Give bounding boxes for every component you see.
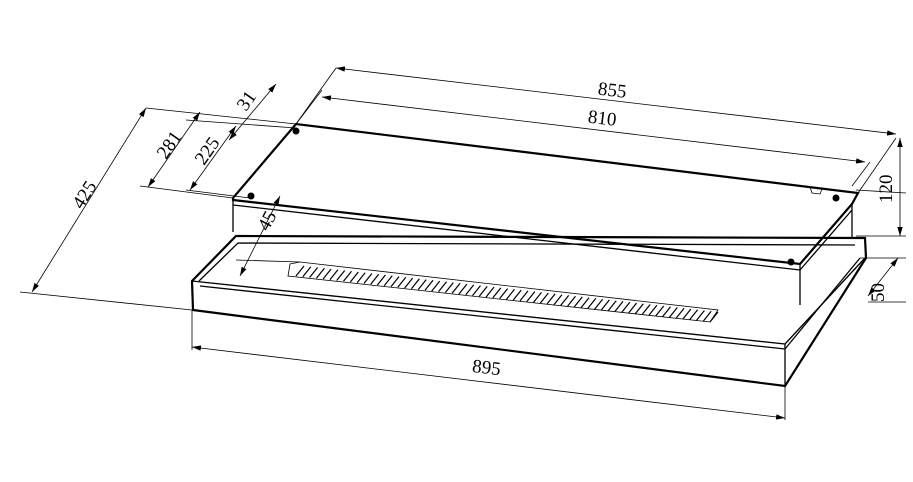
vent-slot [526,291,536,302]
vent-slot [553,294,563,306]
dim-line-225 [189,125,237,191]
dim-line-50 [867,257,899,297]
vent-slot [546,293,556,305]
vent-slot [695,310,705,321]
dim-line-45 [239,195,281,277]
vent-slot [444,282,454,293]
vent-slot [349,271,359,283]
vent-slot [336,270,346,281]
vent-slot [648,304,658,316]
vent-slot [370,273,380,285]
vent-slot [309,267,319,278]
vent-slot [560,295,570,306]
vent-slot [424,279,434,291]
hood-body [231,122,860,305]
vent-slot [417,279,427,290]
vent-slot [682,308,692,320]
vent-slot [302,266,312,278]
vent-slot [322,268,332,280]
vent-slot [465,284,475,296]
dim-line-31 [228,83,277,141]
screw-rear-right [832,194,840,202]
dim-label-31: 31 [233,87,261,115]
vent-slot [492,287,502,299]
dim-label-225: 225 [191,133,225,168]
vent-slot [505,289,515,300]
vent-slot [410,278,420,290]
vent-slot [594,298,604,310]
dim-label-425: 425 [68,177,101,212]
vent-slot [404,277,414,289]
dim-label-855: 855 [597,79,628,103]
outer-frame [190,234,868,388]
vent-slot [315,267,325,279]
vent-slot [431,280,441,292]
vent-slot [376,274,386,286]
vent-slot [356,272,366,284]
vent-grille-outline [287,261,719,323]
vent-slot [628,302,638,314]
vent-slot [614,301,624,312]
dim-label-281: 281 [153,127,187,162]
vent-slot [458,283,468,295]
dimension-lines [31,66,903,420]
vent-slot [363,273,373,284]
vent-slot [702,310,712,322]
dim-label-810: 810 [587,107,618,131]
vent-slot [580,297,590,309]
vent-slot [397,276,407,288]
vent-slot [451,282,461,294]
screw-front-right [787,258,795,266]
vent-slot [655,305,665,317]
dim-label-120: 120 [876,175,897,204]
dim-label-45: 45 [254,208,281,235]
vent-slot [668,307,678,318]
dim-label-50: 50 [868,283,889,302]
vent-slot [567,295,576,307]
vent-slot [689,309,699,321]
vent-slot [519,290,529,302]
vent-slot [573,296,583,308]
vent-slot [343,270,352,282]
vent-slot [587,298,597,309]
dim-line-281 [147,111,201,188]
vent-slot [383,275,393,287]
vent-slot [600,299,610,311]
vent-slots [287,261,719,323]
dim-line-810 [321,95,866,164]
vent-slot [390,276,400,287]
vent-slot [438,281,447,293]
vent-slot [533,292,542,303]
vent-slot [621,301,631,313]
vent-slot [499,288,509,299]
dim-line-895 [191,345,786,420]
vent-slot [329,269,339,281]
vent-slot [539,292,549,304]
screw-rear-left [292,127,300,135]
vent-slot [478,286,488,297]
extension-lines [19,67,907,420]
dimension-labels: 855 810 31 281 225 425 45 120 50 895 [68,79,897,381]
vent-slot [472,285,481,296]
vent-slot [295,265,305,277]
dim-label-895: 895 [471,356,502,380]
dim-line-425 [31,107,147,293]
screw-front-left [247,192,255,200]
vent-slot [641,304,651,315]
vent-slot [675,307,685,319]
vent-slot [485,286,495,298]
vent-slot [607,300,617,312]
vent-slot [634,303,644,315]
vent-slot [512,289,522,301]
vent-slot [662,306,671,318]
